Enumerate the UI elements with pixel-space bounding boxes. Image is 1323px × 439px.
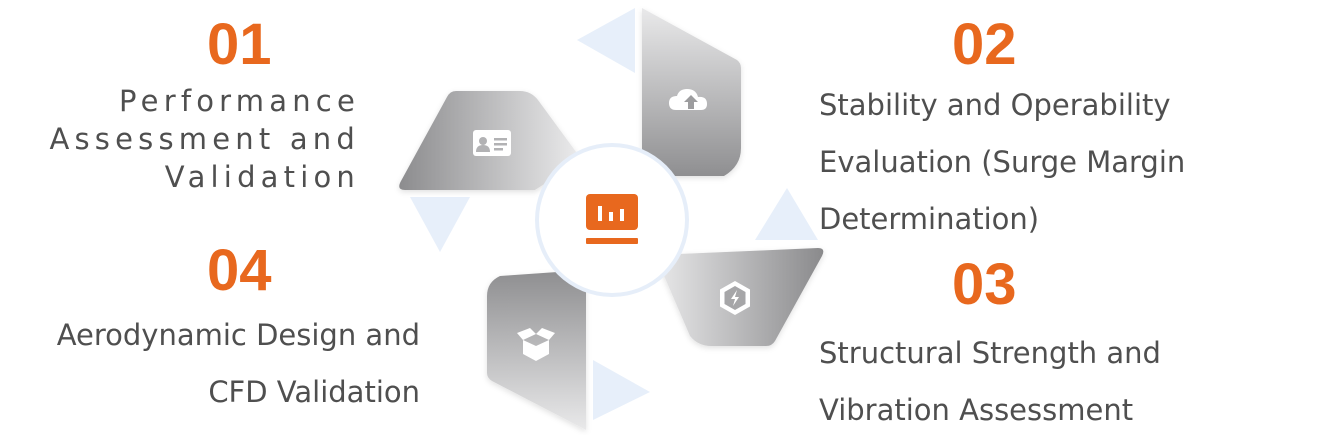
item-label-03-line: Structural Strength and: [819, 336, 1161, 370]
item-label-01-line: Assessment and: [49, 122, 360, 156]
item-label-04-line: CFD Validation: [208, 375, 420, 409]
item-label-02-line: Stability and Operability: [819, 88, 1171, 122]
item-label-03-line: Vibration Assessment: [819, 393, 1134, 427]
item-number-04: 04: [207, 238, 272, 303]
item-label-02-line: Evaluation (Surge Margin: [819, 145, 1186, 179]
item-label-01: Performance Assessment and Validation: [30, 82, 360, 196]
cloud-upload-icon: [669, 89, 707, 110]
item-label-03: Structural Strength and Vibration Assess…: [819, 325, 1161, 439]
item-number-01: 01: [207, 12, 272, 77]
accent-triangle-top: [577, 8, 635, 73]
item-label-02-line: Determination): [819, 202, 1040, 236]
item-label-01-line: Performance: [119, 84, 360, 118]
accent-triangle-bottom: [593, 360, 650, 420]
item-number-03: 03: [952, 252, 1017, 317]
item-label-01-line: Validation: [164, 160, 360, 194]
bar-chart-monitor-icon: [586, 194, 638, 244]
accent-triangle-right: [755, 188, 818, 240]
open-box-icon: [517, 328, 555, 361]
id-card-icon: [473, 130, 511, 156]
item-label-04: Aerodynamic Design and CFD Validation: [20, 307, 420, 421]
item-label-04-line: Aerodynamic Design and: [56, 318, 420, 352]
item-label-02: Stability and Operability Evaluation (Su…: [819, 77, 1185, 248]
item-number-02: 02: [952, 12, 1017, 77]
center-hub: [535, 143, 689, 297]
lightning-hexagon-icon: [720, 281, 750, 315]
accent-triangle-left: [410, 197, 470, 252]
